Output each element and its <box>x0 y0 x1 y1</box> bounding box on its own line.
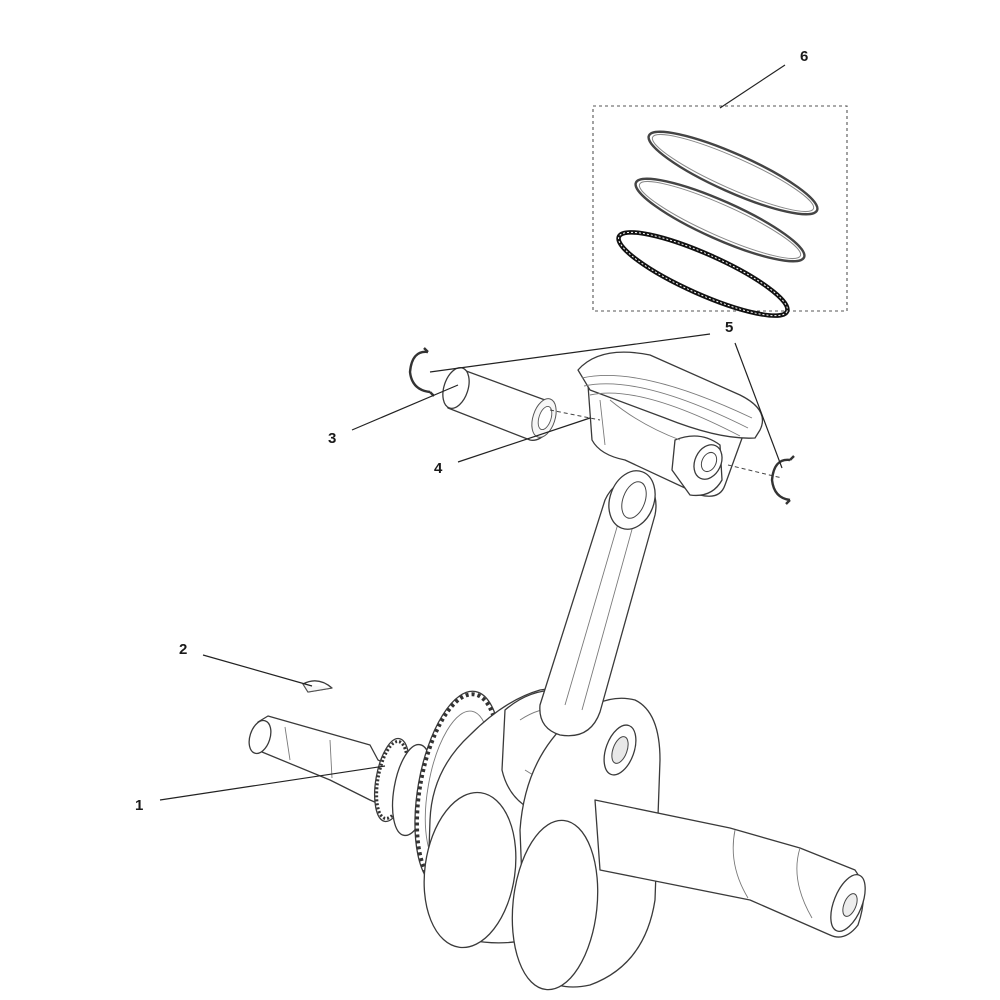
woodruff-key[interactable] <box>302 680 333 693</box>
leader-2 <box>202 654 313 687</box>
circlip-axis-line <box>727 464 783 479</box>
leader-6 <box>719 64 786 109</box>
callout-4[interactable]: 4 <box>434 460 443 477</box>
crankshaft-right-shaft <box>594 799 864 938</box>
leader-1 <box>159 765 386 801</box>
callout-5[interactable]: 5 <box>725 319 733 336</box>
second-compression-ring <box>634 177 806 263</box>
piston-ring-set[interactable] <box>592 105 848 330</box>
leader-5a <box>429 333 711 373</box>
callout-labels: 1 2 3 4 5 6 <box>135 48 808 814</box>
circlip-right[interactable] <box>770 455 795 505</box>
piston-ring-grooves <box>581 375 753 437</box>
top-compression-ring <box>647 130 819 216</box>
crankshaft[interactable] <box>245 685 872 994</box>
callout-3[interactable]: 3 <box>328 430 336 447</box>
leader-4 <box>457 417 591 463</box>
callout-6[interactable]: 6 <box>800 48 808 65</box>
leader-5b <box>734 342 783 469</box>
piston[interactable] <box>577 351 764 497</box>
oil-control-ring <box>616 230 790 318</box>
callout-2[interactable]: 2 <box>179 641 187 658</box>
piston-pin[interactable] <box>438 364 561 441</box>
ring-kit-box <box>592 105 848 312</box>
leader-3 <box>351 384 459 431</box>
pin-axis-line <box>549 409 601 421</box>
connecting-rod[interactable] <box>539 464 663 737</box>
callout-1[interactable]: 1 <box>135 797 143 814</box>
leader-lines <box>159 64 786 801</box>
